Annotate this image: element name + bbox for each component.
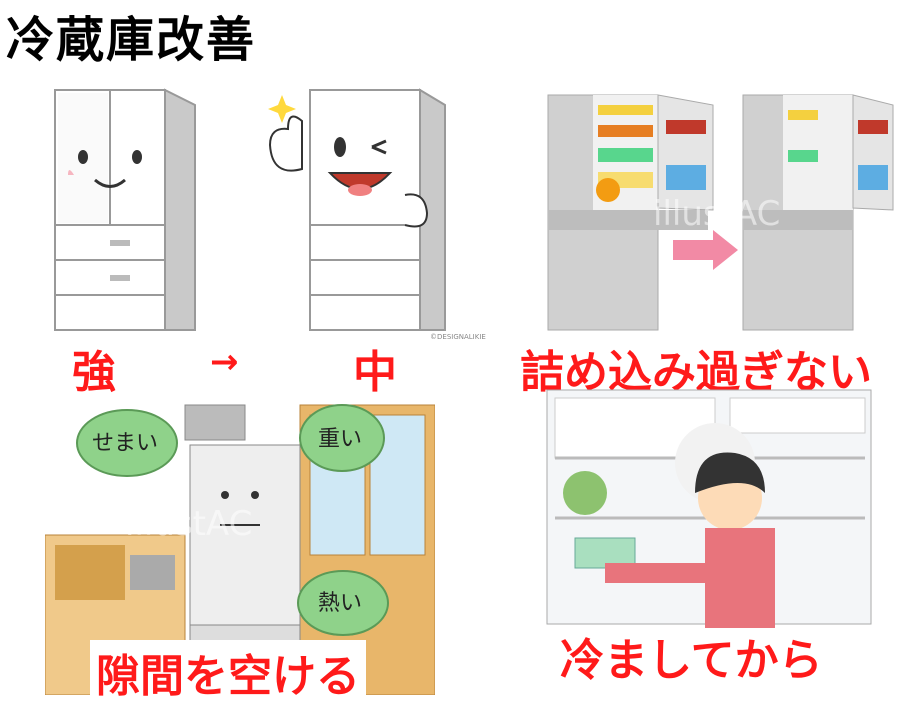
arrow-right-icon: →: [210, 342, 239, 382]
label-strong: 強: [72, 347, 116, 398]
page-title: 冷蔵庫改善: [6, 12, 257, 68]
bubble-narrow: せまい: [92, 431, 159, 456]
fridge-packed-illustration: illustAC: [547, 94, 894, 331]
fridge-cool-illustration: [546, 389, 872, 628]
bubble-hot: 熱い: [318, 591, 363, 616]
bubble-heavy: 重い: [318, 427, 363, 452]
watermark-text-2: illustAC: [125, 504, 252, 544]
fridge-mid-illustration: [268, 88, 446, 331]
fridge-strong-illustration: [54, 88, 196, 331]
watermark-text: illustAC: [653, 194, 780, 234]
label-open-gap: 隙間を空ける: [90, 640, 366, 704]
label-cool-first: 冷ましてから: [560, 635, 823, 686]
credit-text: ©DESIGNALIKIE: [430, 333, 486, 341]
label-mid: 中: [353, 347, 397, 398]
